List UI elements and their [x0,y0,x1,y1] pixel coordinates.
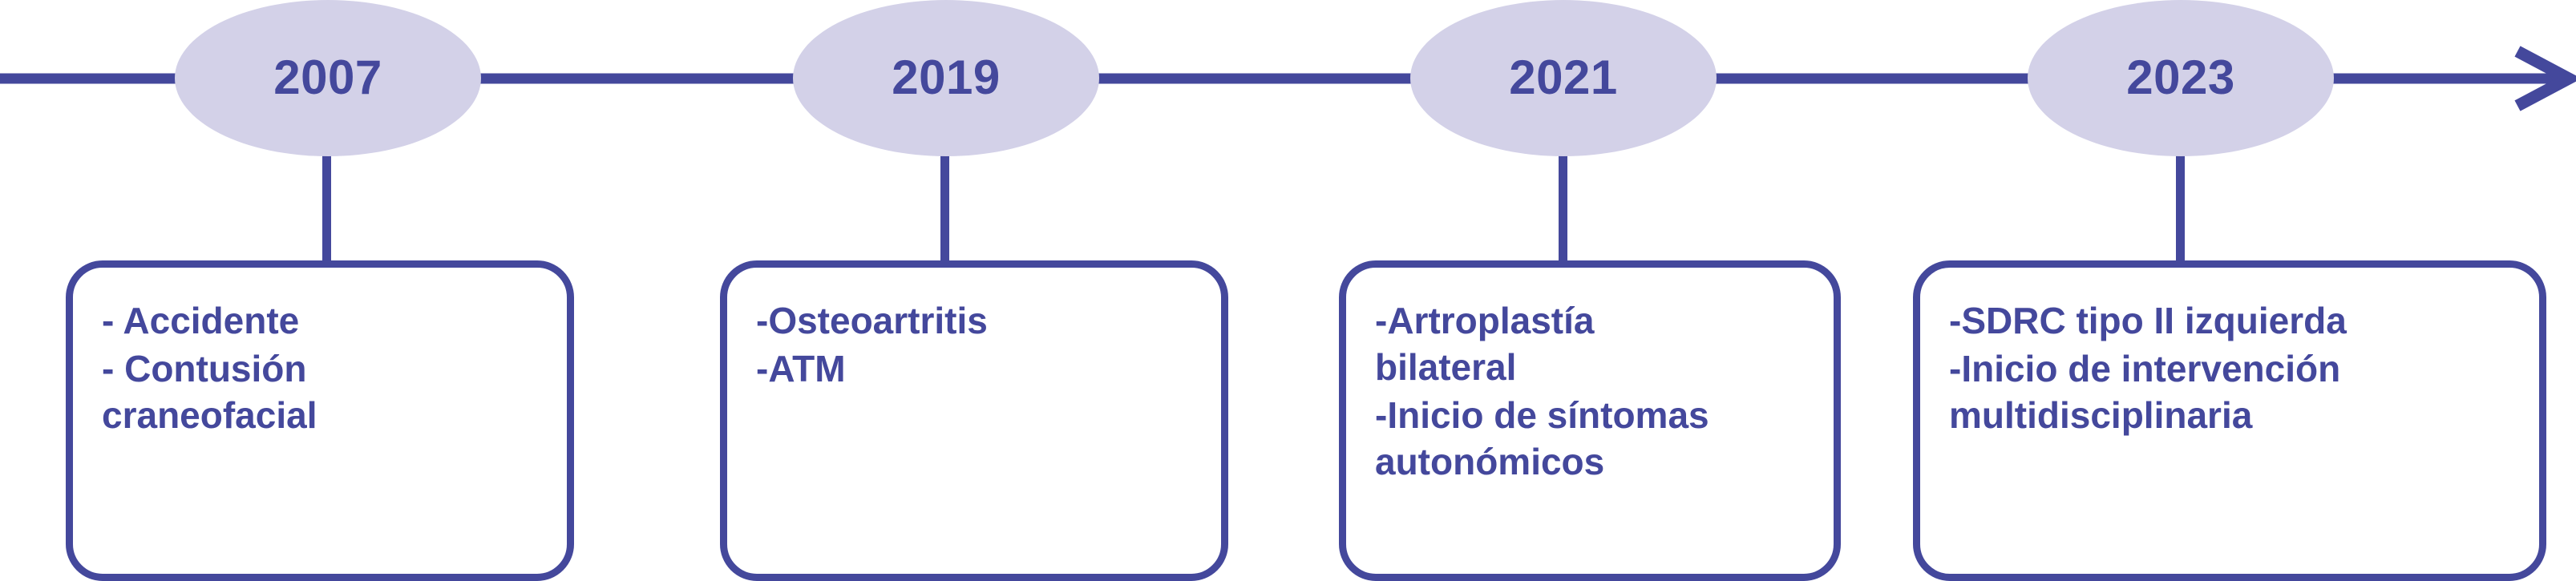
event-list: -SDRC tipo II izquierda -Inicio de inter… [1949,298,2518,439]
timeline-node-2007[interactable]: 2007 [175,0,481,156]
ellipse-shape [2028,0,2334,156]
year-label-2007: 2007 [273,50,382,104]
event-list: - Accidente - Contusión craneofacial [102,298,546,439]
event-list: -Osteoartritis -ATM [756,298,1200,393]
connector-stem-2019 [940,152,949,264]
year-label-2019: 2019 [892,50,1001,104]
event-item: - Contusión craneofacial [102,347,317,436]
event-card-2019[interactable]: -Osteoartritis -ATM [720,260,1228,581]
timeline-node-2019[interactable]: 2019 [793,0,1099,156]
connector-stem-2023 [2176,152,2185,264]
event-card-2007[interactable]: - Accidente - Contusión craneofacial [66,260,574,581]
arrow-right-icon [2514,46,2576,111]
ellipse-shape [1410,0,1717,156]
event-card-2021[interactable]: -Artroplastía bilateral -Inicio de sínto… [1339,260,1841,581]
connector-stem-2021 [1559,152,1567,264]
event-item: -ATM [756,347,846,389]
event-item: -Osteoartritis [756,300,988,341]
timeline-node-2023[interactable]: 2023 [2028,0,2334,156]
ellipse-shape [175,0,481,156]
event-item: - Accidente [102,300,300,341]
event-item: -Inicio de síntomas autonómicos [1375,393,1709,482]
connector-stem-2007 [322,152,331,264]
event-item: -SDRC tipo II izquierda [1949,300,2347,341]
year-label-2021: 2021 [1509,50,1618,104]
event-card-2023[interactable]: -SDRC tipo II izquierda -Inicio de inter… [1913,260,2546,581]
year-label-2023: 2023 [2126,50,2235,104]
event-list: -Artroplastía bilateral -Inicio de sínto… [1375,298,1813,486]
event-item: -Inicio de intervención multidisciplinar… [1949,347,2341,436]
timeline-node-2021[interactable]: 2021 [1410,0,1717,156]
ellipse-shape [793,0,1099,156]
event-item: -Artroplastía bilateral [1375,300,1595,388]
